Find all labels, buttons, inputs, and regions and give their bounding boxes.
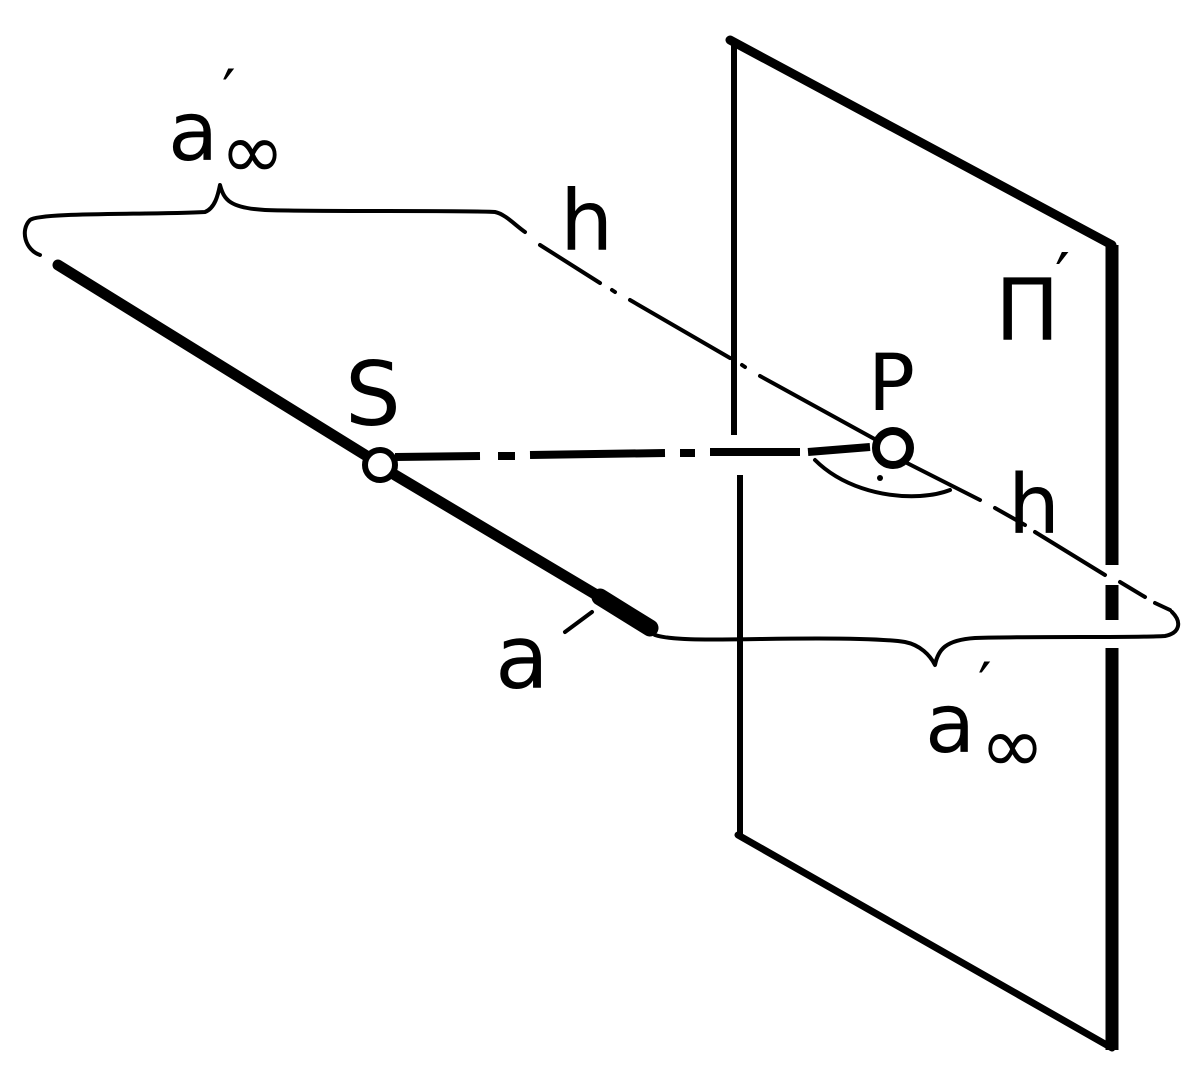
label-a-inf-top-prime: ′ (222, 57, 236, 127)
label-pi-prime-prime: ′ (1055, 239, 1070, 316)
label-a-inf-bottom: a ′ ∞ (925, 650, 1045, 791)
line-a (52, 259, 659, 637)
label-a-inf-top-sub: ∞ (220, 107, 285, 197)
line-h (538, 243, 1172, 612)
label-a-inf-bottom-sub: ∞ (980, 701, 1045, 791)
line-SP (394, 443, 871, 461)
label-pi-prime-main: Π (995, 261, 1060, 361)
right-angle-dot (877, 475, 883, 481)
right-angle-arc (813, 458, 952, 499)
label-h-right: h (1008, 458, 1060, 553)
label-a-inf-top: a ′ ∞ (168, 57, 285, 197)
label-P: P (868, 339, 915, 429)
label-pi-prime: Π ′ (995, 239, 1070, 361)
plane-top-edge (725, 35, 1117, 250)
label-a-inf-bottom-main: a (925, 677, 975, 772)
plane-top-brace (22, 183, 527, 257)
label-a-inf-top-main: a (168, 85, 218, 180)
label-h-top: h (560, 172, 613, 270)
point-S (362, 447, 398, 483)
horizontal-plane (22, 183, 1181, 667)
label-a-inf-bottom-prime: ′ (978, 650, 992, 720)
label-S: S (345, 343, 401, 446)
plane-bottom-brace (653, 610, 1181, 667)
point-P (872, 427, 914, 469)
label-a-leader (563, 610, 594, 634)
plane-bottom-edge (734, 831, 1116, 1052)
label-a: a (495, 606, 549, 709)
picture-plane (725, 35, 1119, 1052)
